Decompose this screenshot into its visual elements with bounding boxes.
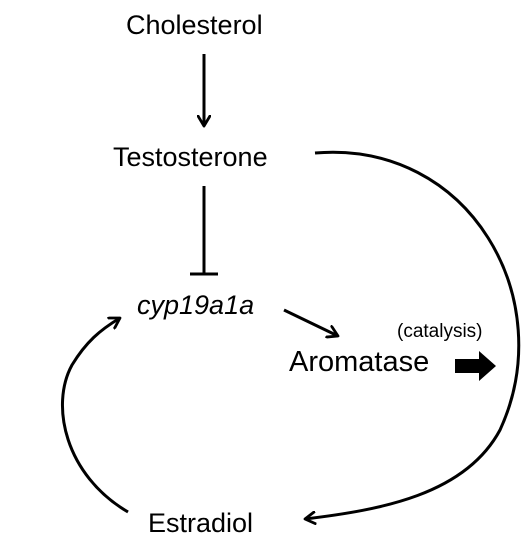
edge-estradiol-to-cyp19a1a (60, 318, 129, 514)
edge-cyp19a1a-to-aromatase (283, 308, 338, 336)
node-estradiol: Estradiol (148, 508, 254, 538)
node-aromatase: Aromatase (289, 346, 430, 378)
edge-testosterone-to-estradiol (305, 150, 521, 519)
block-arrow-icon (455, 351, 496, 381)
label-catalysis: (catalysis) (397, 321, 483, 342)
edge-testosterone-inhibits-cyp19a1a (190, 186, 218, 276)
node-cholesterol: Cholesterol (126, 10, 263, 40)
node-cyp19a1a: cyp19a1a (137, 290, 255, 320)
node-testosterone: Testosterone (113, 142, 268, 172)
